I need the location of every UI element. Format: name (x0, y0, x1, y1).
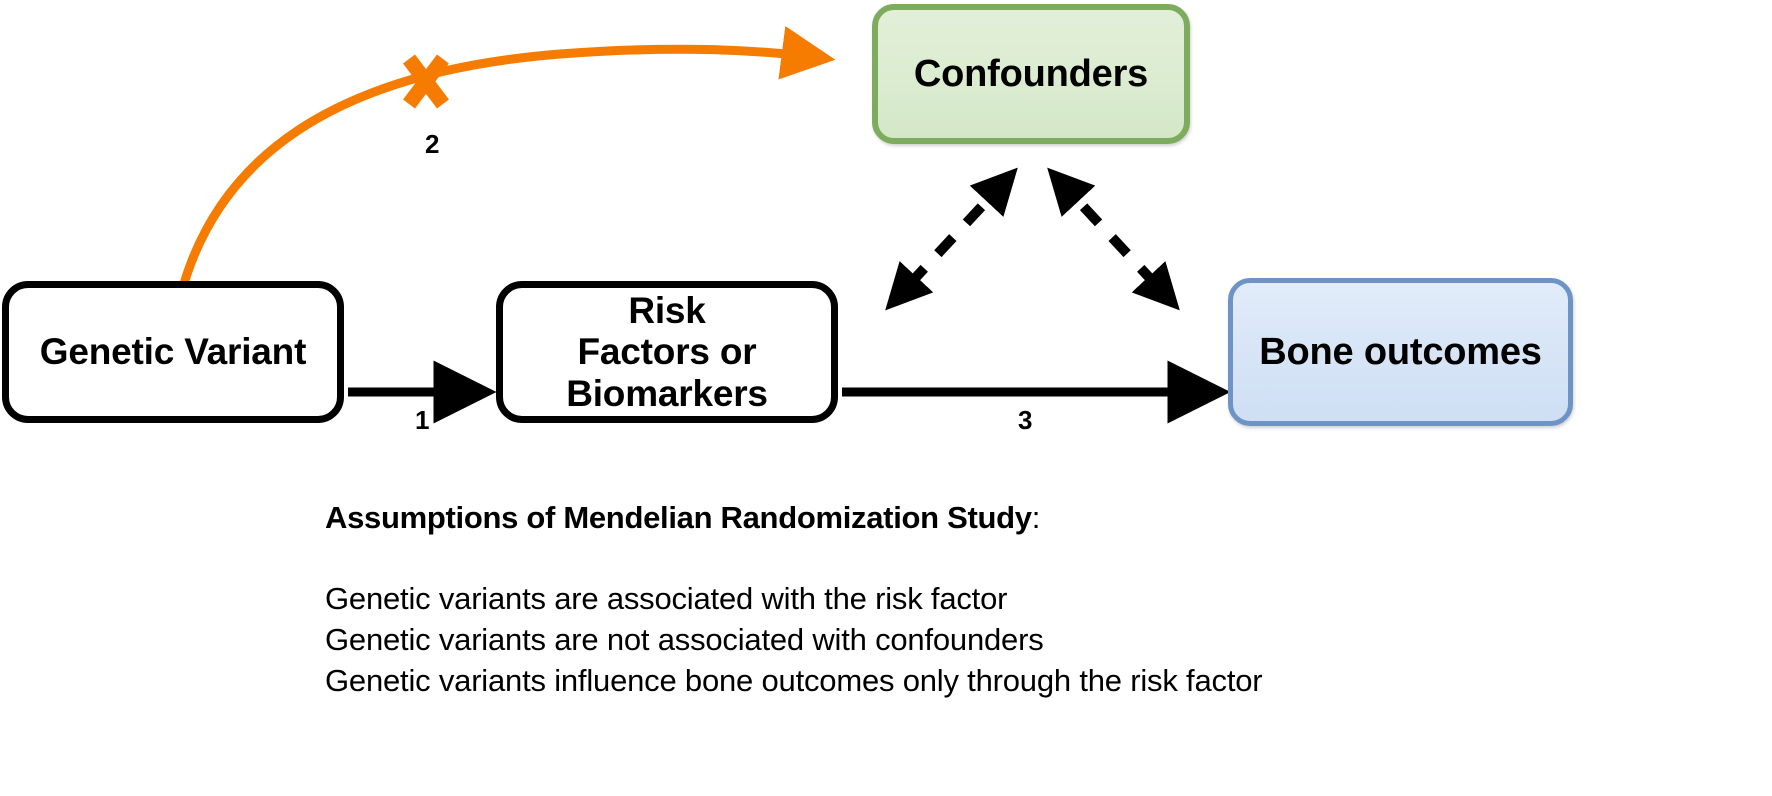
caption-line-2: Genetic variants are not associated with… (325, 622, 1044, 658)
caption-heading: Assumptions of Mendelian Randomization S… (325, 500, 1525, 536)
caption-heading-colon: : (1031, 500, 1041, 535)
node-genetic-variant[interactable]: Genetic Variant (2, 281, 344, 423)
edge-label-2: 2 (425, 129, 440, 159)
caption-line-3: Genetic variants influence bone outcomes… (325, 663, 1263, 699)
node-risk-factors-label: Risk Factors or Biomarkers (566, 290, 768, 414)
node-risk-factors-line-1: Risk (628, 289, 706, 331)
edge-label-1: 1 (415, 405, 430, 435)
node-bone-outcomes[interactable]: Bone outcomes (1228, 278, 1573, 426)
node-risk-factors[interactable]: Risk Factors or Biomarkers (496, 281, 838, 423)
caption-block: Assumptions of Mendelian Randomization S… (325, 500, 1525, 702)
node-confounders-label: Confounders (913, 52, 1149, 95)
dashed-arrow-confounders-to-risk-factors (885, 167, 1018, 311)
node-risk-factors-line-3: Biomarkers (566, 372, 768, 414)
node-bone-outcomes-label: Bone outcomes (1259, 330, 1542, 373)
dashed-arrow-confounders-to-bone-outcomes (1047, 167, 1180, 311)
node-genetic-variant-label: Genetic Variant (39, 331, 307, 373)
caption-line-1: Genetic variants are associated with the… (325, 581, 1008, 616)
node-risk-factors-line-2: Factors or (577, 331, 757, 373)
caption-heading-text: Assumptions of Mendelian Randomization S… (325, 500, 1032, 535)
edge-label-3: 3 (1018, 405, 1033, 435)
node-confounders[interactable]: Confounders (872, 4, 1190, 144)
orange-blocked-arrow-to-confounders (175, 26, 836, 303)
